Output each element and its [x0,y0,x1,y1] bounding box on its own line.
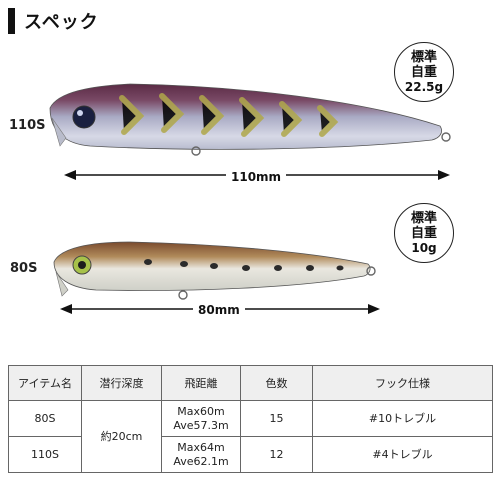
column-header-hook: フック仕様 [312,365,493,401]
distance-ave: Ave62.1m [173,454,229,468]
weight-badge-110s: 標準 自重 22.5g [394,42,454,102]
column-header-depth: 潜行深度 [81,365,162,401]
hook-eye-80-belly [178,290,188,300]
cell-hook: #10トレブル [312,400,493,437]
cell-colors: 15 [240,400,313,437]
column-header-distance: 飛距離 [161,365,241,401]
cell-hook: #4トレブル [312,436,493,473]
table-header-row: アイテム名 潜行深度 飛距離 色数 フック仕様 [8,365,493,401]
section-title: スペック [24,12,99,33]
badge-weight-value: 22.5g [404,80,444,95]
badge-label-weight: 自重 [410,64,437,80]
column-header-item: アイテム名 [8,365,82,401]
cell-depth-shared: 約20cm [81,400,162,473]
badge-label-standard: 標準 [410,210,437,226]
distance-max: Max64m [177,440,225,454]
column-header-colors: 色数 [240,365,313,401]
cell-distance: Max64m Ave62.1m [161,436,241,473]
cell-item: 110S [8,436,82,473]
badge-label-weight: 自重 [410,225,437,241]
distance-max: Max60m [177,404,225,418]
hook-eye-110-tail [441,132,451,142]
model-label-110s: 110S [9,118,46,133]
model-label-80s: 80S [10,261,38,276]
header-accent-bar [8,8,15,34]
table-row: 110S Max64m Ave62.1m 12 #4トレブル [8,436,493,473]
hook-eye-80-tail [366,266,376,276]
cell-item: 80S [8,400,82,437]
badge-weight-value: 10g [411,241,437,256]
weight-badge-80s: 標準 自重 10g [394,203,454,263]
length-label-110s: 110mm [226,170,287,184]
length-label-80s: 80mm [193,303,245,317]
table-row: 80S 約20cm Max60m Ave57.3m 15 #10トレブル [8,400,493,473]
badge-label-standard: 標準 [410,49,437,65]
distance-ave: Ave57.3m [173,418,229,432]
spec-header: スペック [8,8,99,34]
cell-distance: Max60m Ave57.3m [161,400,241,437]
spec-table: アイテム名 潜行深度 飛距離 色数 フック仕様 80S 約20cm Max60m… [8,365,493,473]
hook-eye-110-belly [191,146,201,156]
cell-colors: 12 [240,436,313,473]
